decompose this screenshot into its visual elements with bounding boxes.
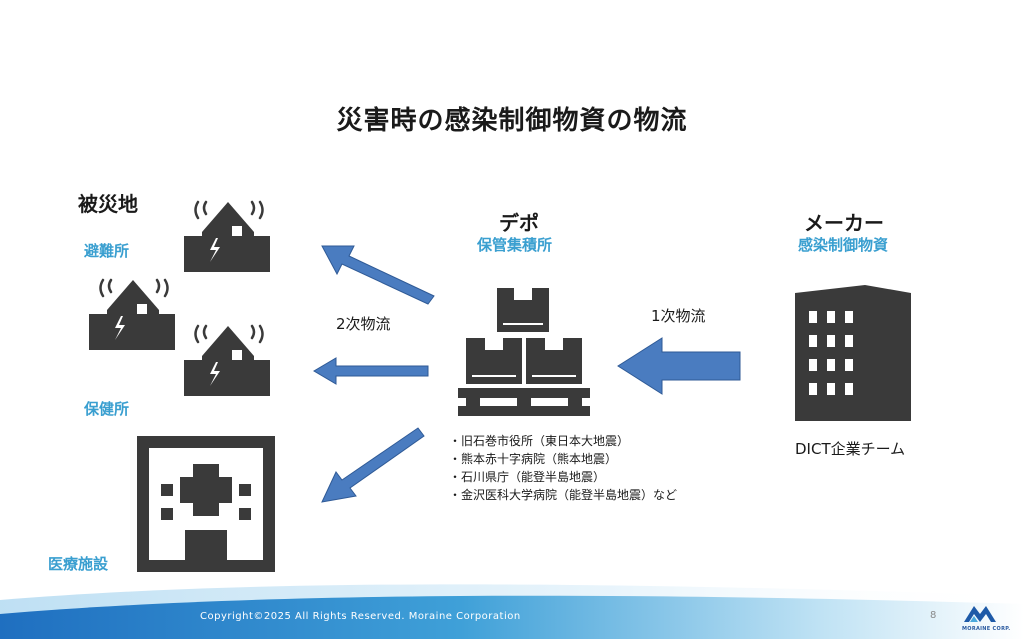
list-item: ・石川県庁（能登半島地震） bbox=[449, 470, 606, 484]
dict-team-label: DICT企業チーム bbox=[795, 440, 906, 458]
moraine-logo-icon bbox=[964, 606, 996, 622]
list-item: ・旧石巻市役所（東日本大地震） bbox=[449, 434, 630, 448]
damaged-house-icon bbox=[89, 278, 175, 350]
page-title: 災害時の感染制御物資の物流 bbox=[336, 106, 688, 136]
maker-subheading: 感染制御物資 bbox=[798, 236, 889, 254]
primary-flow-label: 1次物流 bbox=[651, 307, 706, 325]
secondary-flow-label: 2次物流 bbox=[336, 315, 391, 333]
page-number: 8 bbox=[930, 610, 937, 621]
depot-examples-list: ・旧石巻市役所（東日本大地震） ・熊本赤十字病院（熊本地震） ・石川県庁（能登半… bbox=[449, 432, 677, 504]
medical-facility-label: 医療施設 bbox=[48, 555, 109, 573]
copyright-text: Copyright©2025 All Rights Reserved. Mora… bbox=[200, 611, 521, 622]
disaster-area-heading: 被災地 bbox=[78, 192, 138, 216]
damaged-house-icon bbox=[184, 324, 270, 396]
health-center-label: 保健所 bbox=[84, 400, 130, 418]
pallet-boxes-icon bbox=[458, 288, 590, 416]
primary-flow-arrow bbox=[617, 337, 741, 395]
damaged-house-icon bbox=[184, 200, 270, 272]
secondary-flow-arrow bbox=[321, 427, 425, 503]
list-item: ・金沢医科大学病院（能登半島地震）など bbox=[449, 488, 678, 502]
depot-heading: デポ bbox=[499, 211, 539, 235]
office-building-icon bbox=[795, 285, 911, 421]
footer-wave bbox=[0, 584, 1024, 639]
depot-subheading: 保管集積所 bbox=[477, 236, 553, 254]
secondary-flow-arrow bbox=[321, 245, 435, 305]
logo-text: MORAINE CORP. bbox=[962, 626, 1011, 632]
shelter-label: 避難所 bbox=[84, 242, 130, 260]
secondary-flow-arrow bbox=[313, 357, 429, 385]
hospital-icon bbox=[137, 436, 275, 572]
list-item: ・熊本赤十字病院（熊本地震） bbox=[449, 452, 618, 466]
maker-heading: メーカー bbox=[804, 211, 884, 235]
